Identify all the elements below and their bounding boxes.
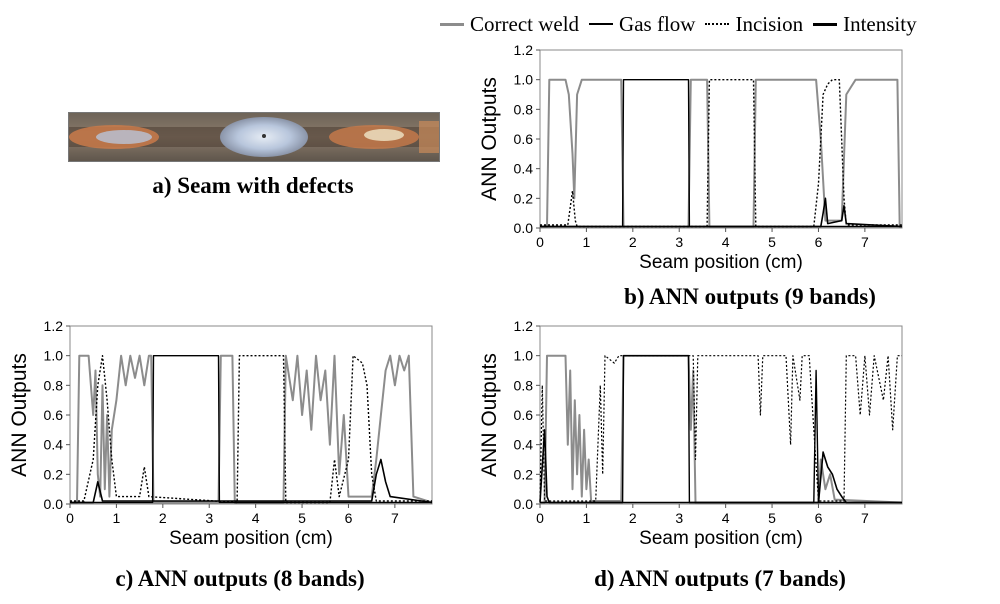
chart-caption-7-bands: d) ANN outputs (7 bands) xyxy=(594,566,846,591)
x-tick-label: 5 xyxy=(768,510,776,526)
x-tick-label: 3 xyxy=(205,510,213,526)
x-tick-label: 3 xyxy=(675,234,683,250)
y-tick-label: 0.4 xyxy=(514,437,534,453)
series-line-incision xyxy=(539,355,902,502)
x-tick-label: 4 xyxy=(722,510,730,526)
x-tick-label: 6 xyxy=(815,234,823,250)
y-tick-label: 0.6 xyxy=(514,407,534,423)
x-tick-label: 4 xyxy=(252,510,260,526)
y-tick-label: 0.0 xyxy=(514,220,534,236)
legend-label-incision: Incision xyxy=(735,11,804,36)
x-tick-label: 5 xyxy=(768,234,776,250)
x-axis-label: Seam position (cm) xyxy=(169,528,333,549)
y-tick-label: 0.2 xyxy=(44,466,64,482)
x-tick-label: 2 xyxy=(629,510,637,526)
y-axis-label: ANN Outputs xyxy=(478,77,501,201)
x-tick-label: 2 xyxy=(629,234,637,250)
legend-label-intensity: Intensity xyxy=(843,11,917,36)
y-tick-label: 0.0 xyxy=(44,496,64,512)
series-line-intensity xyxy=(540,197,903,228)
legend-swatch-incision xyxy=(705,23,730,25)
x-tick-label: 1 xyxy=(113,510,121,526)
legend-swatch-gas-flow xyxy=(589,23,614,25)
chart-caption-9-bands: b) ANN outputs (9 bands) xyxy=(624,284,876,309)
x-tick-label: 0 xyxy=(536,510,544,526)
series-line-incision xyxy=(70,355,432,504)
x-tick-label: 1 xyxy=(583,234,591,250)
y-tick-label: 1.2 xyxy=(514,42,534,58)
seam-photo-image xyxy=(69,113,439,161)
series-line-gas-flow xyxy=(70,355,432,504)
x-tick-label: 6 xyxy=(345,510,353,526)
x-tick-label: 6 xyxy=(815,510,823,526)
y-tick-label: 0.8 xyxy=(44,377,64,393)
legend-item-correct-weld: Correct weld xyxy=(440,12,579,37)
y-axis-label: ANN Outputs xyxy=(8,353,31,477)
legend-item-incision: Incision xyxy=(705,12,803,37)
series-line-intensity xyxy=(539,429,902,504)
legend-label-correct-weld: Correct weld xyxy=(470,11,580,36)
y-tick-label: 1.2 xyxy=(514,318,534,334)
chart-legend: Correct weld Gas flow Incision Intensity xyxy=(440,6,1000,42)
y-tick-label: 1.0 xyxy=(514,72,534,88)
y-tick-label: 0.4 xyxy=(514,161,534,177)
seam-photo xyxy=(68,112,440,162)
y-tick-label: 1.2 xyxy=(44,318,64,334)
y-tick-label: 1.0 xyxy=(44,348,64,364)
x-axis-label: Seam position (cm) xyxy=(639,252,803,273)
x-tick-label: 4 xyxy=(722,234,730,250)
y-axis-label: ANN Outputs xyxy=(478,353,501,477)
x-tick-label: 5 xyxy=(298,510,306,526)
y-tick-label: 0.8 xyxy=(514,377,534,393)
x-tick-label: 2 xyxy=(159,510,167,526)
series-line-correct-weld xyxy=(540,354,903,504)
x-tick-label: 3 xyxy=(675,510,683,526)
x-tick-label: 1 xyxy=(583,510,591,526)
y-tick-label: 0.8 xyxy=(514,101,534,117)
legend-swatch-intensity xyxy=(813,22,838,26)
series-line-correct-weld xyxy=(540,78,902,228)
y-tick-label: 0.6 xyxy=(44,407,64,423)
legend-swatch-correct-weld xyxy=(440,22,464,26)
plot-area xyxy=(539,49,903,229)
y-tick-label: 1.0 xyxy=(514,348,534,364)
series-line-incision xyxy=(540,79,902,228)
x-tick-label: 0 xyxy=(66,510,74,526)
x-tick-label: 0 xyxy=(536,234,544,250)
x-tick-label: 7 xyxy=(861,234,869,250)
legend-item-intensity: Intensity xyxy=(813,12,917,37)
legend-label-gas-flow: Gas flow xyxy=(619,11,696,36)
plot-area xyxy=(539,325,903,505)
y-tick-label: 0.2 xyxy=(514,190,534,206)
series-line-intensity xyxy=(70,458,433,504)
y-tick-label: 0.4 xyxy=(44,437,64,453)
chart-caption-8-bands: c) ANN outputs (8 bands) xyxy=(115,566,365,591)
x-axis-label: Seam position (cm) xyxy=(639,528,803,549)
legend-item-gas-flow: Gas flow xyxy=(589,12,695,37)
y-tick-label: 0.0 xyxy=(514,496,534,512)
x-tick-label: 7 xyxy=(391,510,399,526)
photo-caption: a) Seam with defects xyxy=(152,173,354,198)
y-tick-label: 0.2 xyxy=(514,466,534,482)
plot-area xyxy=(69,325,433,505)
x-tick-label: 7 xyxy=(861,510,869,526)
y-tick-label: 0.6 xyxy=(514,131,534,147)
